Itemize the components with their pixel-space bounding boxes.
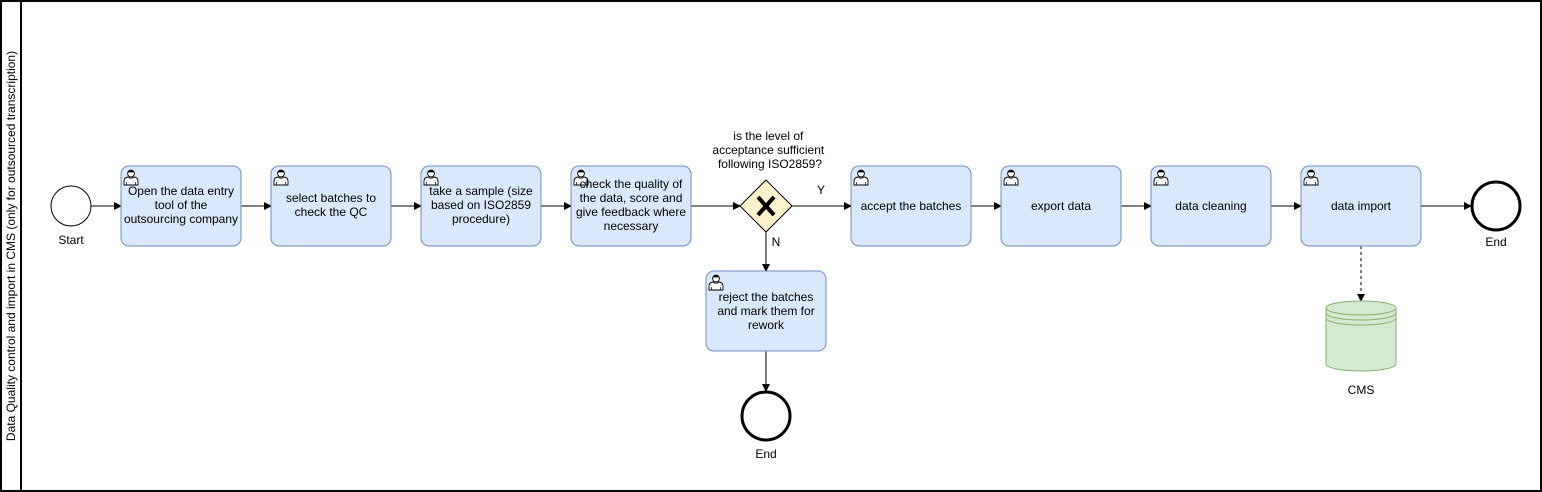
task-label-line: rework — [748, 318, 785, 332]
task-data-cleaning[interactable]: data cleaning — [1150, 165, 1272, 247]
gateway-question: is the level of acceptance sufficient fo… — [712, 129, 827, 171]
task-label-line: export data — [1031, 199, 1091, 213]
task-label: data cleaning — [1175, 199, 1246, 213]
datastore-label: CMS — [1348, 383, 1375, 397]
task-label-line: check the quality of — [580, 177, 683, 191]
end-event-reject[interactable]: End — [740, 390, 792, 461]
task-label: data import — [1331, 199, 1392, 213]
end-event-main[interactable]: End — [1470, 180, 1522, 249]
task-box[interactable] — [1150, 165, 1272, 247]
task-label-line: based on ISO2859 — [431, 198, 531, 212]
task-label-line: outsourcing company — [124, 212, 238, 226]
task-label-line: select batches to — [286, 191, 376, 205]
exclusive-gateway[interactable]: is the level of acceptance sufficient fo… — [712, 129, 827, 249]
task-label-line: tool of the — [155, 198, 208, 212]
task-label-line: give feedback where — [576, 205, 686, 219]
task-box[interactable] — [1000, 165, 1122, 247]
task-label-line: procedure) — [452, 212, 510, 226]
task-box[interactable] — [1300, 165, 1422, 247]
gateway-yes-label: Y — [817, 183, 825, 197]
task-label-line: accept the batches — [861, 199, 962, 213]
task-label-line: Open the data entry — [128, 184, 234, 198]
task-accept-batches[interactable]: accept the batches — [850, 165, 972, 247]
task-label-line: the data, score and — [580, 191, 683, 205]
datastore-ring-2 — [1325, 317, 1397, 326]
pool-label: Data Quality control and import in CMS (… — [4, 51, 18, 441]
datastore-cms[interactable]: CMS — [1325, 300, 1397, 397]
task-box[interactable] — [705, 270, 827, 352]
task-label-line: reject the batches — [719, 290, 814, 304]
task-label-line: check the QC — [295, 205, 368, 219]
start-event-label: Start — [58, 233, 84, 247]
task-label-line: data cleaning — [1175, 199, 1246, 213]
task-box[interactable] — [270, 165, 392, 247]
task-export-data[interactable]: export data — [1000, 165, 1122, 247]
end-event-reject-label: End — [755, 447, 776, 461]
end-event-main-label: End — [1485, 235, 1506, 249]
datastore-top — [1325, 300, 1397, 316]
task-label-line: and mark them for — [717, 304, 814, 318]
task-box[interactable] — [850, 165, 972, 247]
sequence-flows — [91, 202, 1472, 392]
task-label-line: take a sample (size — [429, 184, 533, 198]
datastore-body — [1325, 308, 1397, 372]
task-data-import[interactable]: data import — [1300, 165, 1422, 247]
task-label: export data — [1031, 199, 1091, 213]
task-label-line: data import — [1331, 199, 1392, 213]
task-label: accept the batches — [861, 199, 962, 213]
exclusive-x-icon — [756, 195, 776, 217]
task-label-line: necessary — [604, 219, 659, 233]
start-event[interactable]: Start — [50, 185, 92, 247]
task-box[interactable] — [420, 165, 542, 247]
datastore-ring-1 — [1325, 312, 1397, 321]
task-box[interactable] — [120, 165, 242, 247]
task-box[interactable] — [570, 165, 692, 247]
gateway-no-label: N — [772, 235, 781, 249]
